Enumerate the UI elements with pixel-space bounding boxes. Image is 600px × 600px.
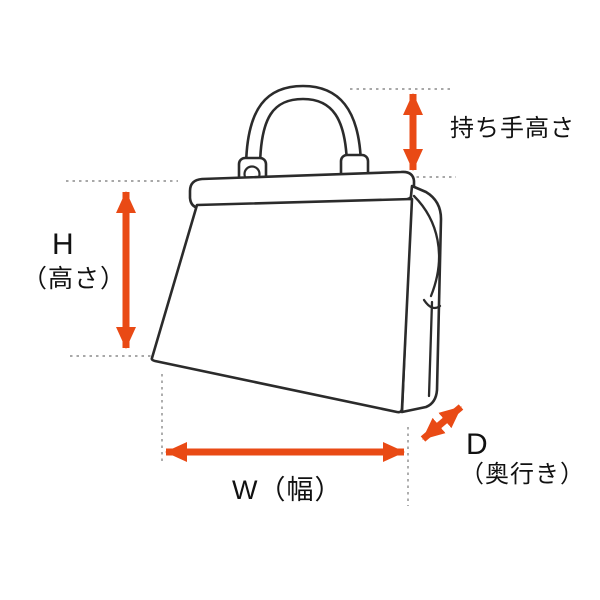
label-width: W（幅）	[232, 475, 343, 505]
depth-arrow	[420, 404, 464, 442]
bag-side-flap-curve	[412, 194, 441, 298]
label-height-letter: H	[52, 228, 75, 261]
label-depth-letter: D	[466, 428, 489, 461]
guide-lines	[66, 88, 456, 506]
bag-side-seam	[427, 300, 434, 398]
label-height-paren: （高さ）	[22, 265, 127, 293]
label-handle-height: 持ち手高さ	[450, 115, 575, 142]
bag-front-panel	[150, 197, 414, 414]
bag-illustration	[150, 84, 443, 414]
measurement-arrows	[116, 93, 464, 462]
label-depth-paren: （奥行き）	[460, 461, 585, 488]
